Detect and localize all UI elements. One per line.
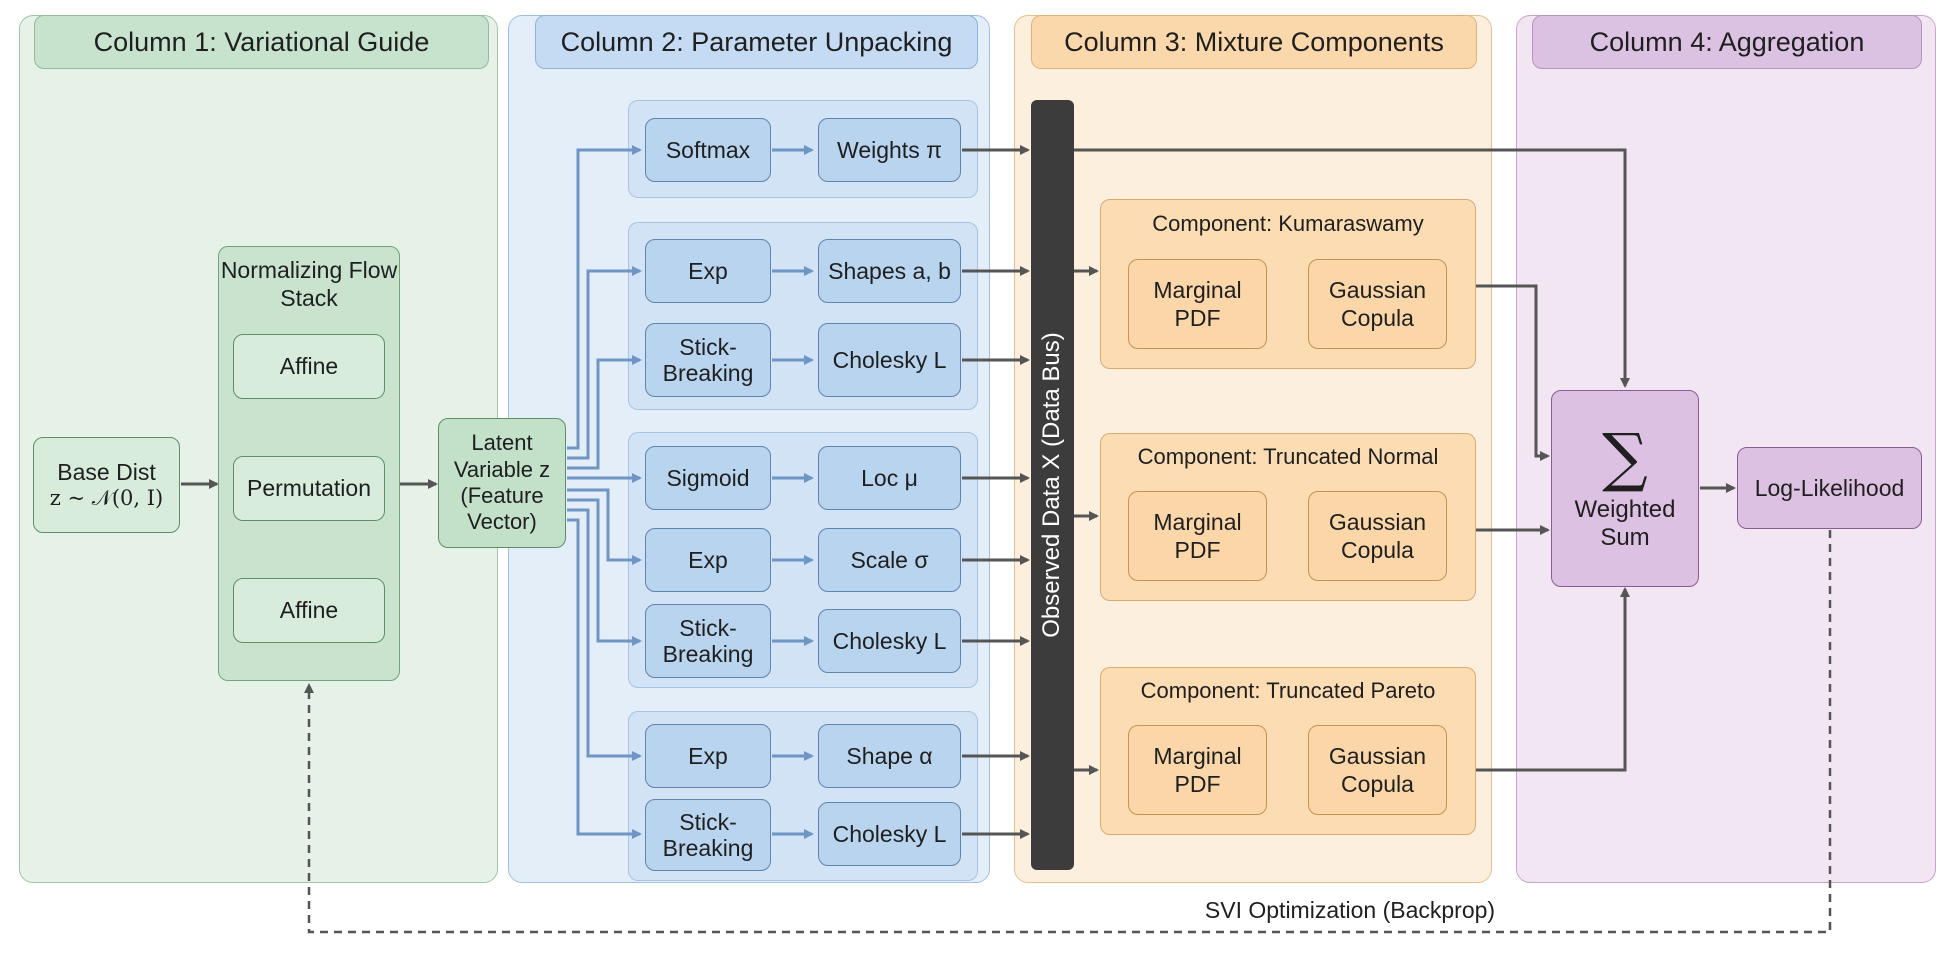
param-scale: Scale σ — [818, 528, 961, 592]
flow-layer-affine-1: Affine — [233, 334, 385, 399]
latent-line-1: Latent — [471, 430, 533, 456]
sigma-symbol: ∑ — [1602, 420, 1648, 495]
transform-exp-2: Exp — [645, 528, 771, 592]
flow-layer-affine-2: Affine — [233, 578, 385, 643]
transform-softmax: Softmax — [645, 118, 771, 182]
column-2-header: Column 2: Parameter Unpacking — [535, 15, 978, 69]
latent-line-4: Vector) — [467, 509, 537, 535]
column-3-header: Column 3: Mixture Components — [1031, 15, 1477, 69]
transform-stick-breaking-1: Stick-Breaking — [645, 323, 771, 397]
component-truncated-normal-title: Component: Truncated Normal — [1137, 444, 1439, 469]
flow-stack-title: Normalizing Flow Stack — [220, 257, 398, 312]
truncnormal-marginal-pdf: Marginal PDF — [1128, 491, 1267, 581]
transform-stick-breaking-3: Stick-Breaking — [645, 799, 771, 871]
kumaraswamy-gaussian-copula: Gaussian Copula — [1308, 259, 1447, 349]
latent-variable-box: Latent Variable z (Feature Vector) — [438, 418, 566, 548]
transform-stick-breaking-2: Stick-Breaking — [645, 604, 771, 678]
transform-exp-1: Exp — [645, 239, 771, 303]
latent-line-2: Variable z — [453, 456, 551, 482]
column-4-header: Column 4: Aggregation — [1532, 15, 1922, 69]
weighted-sum-box: ∑ Weighted Sum — [1551, 390, 1699, 587]
pareto-marginal-pdf: Marginal PDF — [1128, 725, 1267, 815]
param-shapes: Shapes a, b — [818, 239, 961, 303]
truncnormal-gaussian-copula: Gaussian Copula — [1308, 491, 1447, 581]
kumaraswamy-marginal-pdf: Marginal PDF — [1128, 259, 1267, 349]
transform-exp-3: Exp — [645, 724, 771, 788]
base-dist-formula: z ~ 𝒩(0, I) — [49, 486, 164, 511]
param-cholesky-2: Cholesky L — [818, 609, 961, 673]
param-cholesky-1: Cholesky L — [818, 323, 961, 397]
observed-data-bus — [1031, 100, 1074, 870]
latent-line-3: (Feature — [460, 483, 544, 508]
transform-sigmoid: Sigmoid — [645, 446, 771, 510]
pareto-gaussian-copula: Gaussian Copula — [1308, 725, 1447, 815]
log-likelihood-box: Log-Likelihood — [1737, 447, 1922, 529]
component-truncated-pareto-title: Component: Truncated Pareto — [1140, 678, 1436, 703]
param-weights: Weights π — [818, 118, 961, 182]
weighted-sum-label: Weighted Sum — [1574, 495, 1676, 551]
column-1-header: Column 1: Variational Guide — [34, 15, 489, 69]
svi-optimization-label: SVI Optimization (Backprop) — [1204, 897, 1496, 923]
base-distribution-box: Base Dist z ~ 𝒩(0, I) — [33, 437, 180, 533]
param-loc: Loc μ — [818, 446, 961, 510]
param-shape-alpha: Shape α — [818, 724, 961, 788]
flow-layer-permutation: Permutation — [233, 456, 385, 521]
component-kumaraswamy-title: Component: Kumaraswamy — [1152, 211, 1424, 236]
data-bus-label: Observed Data X (Data Bus) — [1038, 332, 1065, 638]
base-dist-title: Base Dist — [57, 459, 156, 486]
param-cholesky-3: Cholesky L — [818, 802, 961, 866]
